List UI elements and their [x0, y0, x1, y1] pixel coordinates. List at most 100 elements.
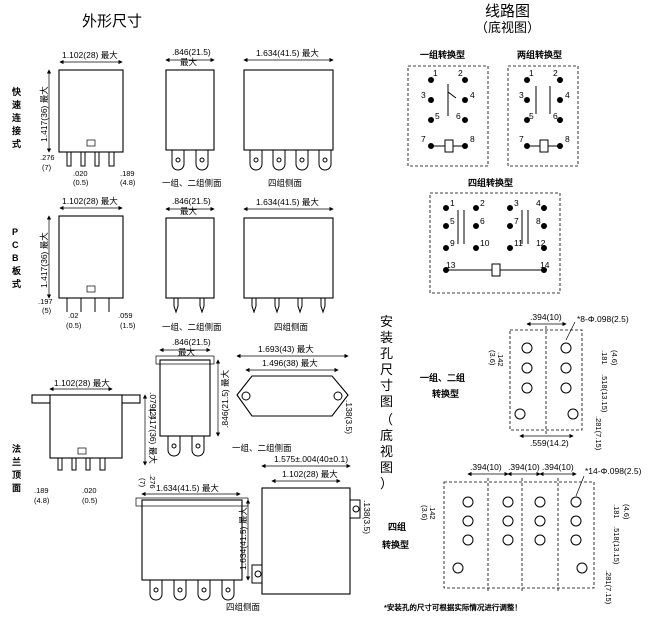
- svg-text:快: 快: [12, 86, 22, 97]
- svg-text:(4.6): (4.6): [622, 504, 631, 520]
- svg-text:1: 1: [433, 68, 438, 78]
- circuit-two-group: 两组转换型 1 2 3 4 5 6 7 8: [507, 49, 579, 167]
- svg-text:式: 式: [12, 138, 21, 149]
- svg-text:6: 6: [456, 111, 461, 121]
- svg-text:顶: 顶: [12, 470, 21, 480]
- footnote: *安装孔的尺寸可根据实际情况进行调整！: [384, 602, 522, 612]
- svg-text:1.102(28) 最大: 1.102(28) 最大: [282, 469, 338, 479]
- svg-text:5: 5: [450, 216, 455, 226]
- svg-text:(7): (7): [138, 478, 147, 488]
- svg-text:C: C: [12, 240, 19, 250]
- svg-text:视: 视: [380, 444, 393, 459]
- svg-text:.846(21.5): .846(21.5): [172, 47, 211, 57]
- svg-text:5: 5: [435, 111, 440, 121]
- svg-text:2: 2: [553, 68, 558, 78]
- label-pcb: P C B 板 式: [12, 227, 22, 289]
- svg-text:图: 图: [380, 394, 393, 409]
- svg-text:.138(3.5): .138(3.5): [344, 400, 354, 434]
- svg-text:.189: .189: [34, 486, 49, 495]
- svg-text:(3.6): (3.6): [488, 350, 497, 366]
- svg-text:.394(10): .394(10): [470, 462, 502, 472]
- svg-text:1.417(36) 最大: 1.417(36) 最大: [39, 232, 49, 288]
- svg-text:11: 11: [514, 238, 523, 248]
- svg-text:(0.5): (0.5): [66, 321, 82, 330]
- svg-text:.02: .02: [68, 311, 78, 320]
- svg-text:4: 4: [470, 90, 475, 100]
- svg-text:3: 3: [519, 90, 524, 100]
- svg-text:（: （: [380, 412, 393, 427]
- label-quick-connect: 快 速 连 接 式: [12, 86, 22, 149]
- svg-text:1.102(28) 最大: 1.102(28) 最大: [54, 378, 110, 388]
- svg-text:图: 图: [380, 460, 393, 475]
- svg-text:.020: .020: [82, 486, 97, 495]
- svg-text:13: 13: [446, 260, 456, 270]
- svg-text:5: 5: [529, 111, 534, 121]
- svg-text:14: 14: [540, 260, 550, 270]
- flange-side-view-4b: 1.575±.004(40±0.1) 1.102(28) 最大 .138(3.5…: [226, 454, 372, 612]
- svg-text:B: B: [12, 253, 19, 263]
- svg-text:最大: 最大: [178, 347, 196, 357]
- svg-text:.276: .276: [148, 474, 157, 489]
- svg-text:.079(2): .079(2): [148, 392, 158, 419]
- svg-text:1.496(38) 最大: 1.496(38) 最大: [262, 358, 318, 368]
- svg-text:.394(10): .394(10): [542, 462, 574, 472]
- svg-text:速: 速: [12, 99, 21, 110]
- svg-text:4: 4: [565, 90, 570, 100]
- svg-text:.518(13.15): .518(13.15): [612, 526, 621, 565]
- pcb-side-view-12: .846(21.5) 最大 一组、二组侧面: [162, 196, 222, 332]
- svg-text:.281(7.15): .281(7.15): [604, 570, 613, 605]
- svg-text:四组转换型: 四组转换型: [468, 177, 513, 188]
- svg-text:.276: .276: [40, 153, 55, 162]
- svg-text:7: 7: [421, 134, 426, 144]
- flange-front-view: 1.102(28) 最大 .079(2) 1.417(36) 最大 .276 (…: [31, 378, 158, 505]
- svg-text:1.693(43) 最大: 1.693(43) 最大: [258, 344, 314, 354]
- svg-text:(4.8): (4.8): [120, 178, 136, 187]
- svg-text:.846(21.5): .846(21.5): [172, 196, 211, 206]
- flange-side-view-4: 1.634(41.5) 最大 1.634(41.5) 最大: [135, 483, 251, 601]
- svg-text:.281(7.15): .281(7.15): [594, 416, 603, 451]
- svg-text:一组转换型: 一组转换型: [420, 49, 465, 60]
- svg-text:四组侧面: 四组侧面: [274, 322, 309, 332]
- svg-text:.846(21.5) 最大: .846(21.5) 最大: [220, 369, 230, 428]
- svg-text:8: 8: [536, 216, 541, 226]
- svg-text:）: ）: [380, 476, 393, 491]
- svg-text:1.634(41.5) 最大: 1.634(41.5) 最大: [256, 48, 319, 58]
- svg-text:(5): (5): [42, 306, 52, 315]
- svg-text:一组、二组侧面: 一组、二组侧面: [232, 443, 292, 453]
- svg-text:.138(3.5): .138(3.5): [362, 500, 372, 534]
- mount-holes-12: 一组、二组 转换型 .394(10) *8-Φ.098(2.5) .142 (3…: [420, 312, 629, 451]
- svg-text:式: 式: [12, 278, 21, 289]
- quick-side-view-4: 1.634(41.5) 最大 四组侧面: [243, 48, 334, 188]
- svg-text:1: 1: [529, 68, 534, 78]
- svg-text:6: 6: [553, 111, 558, 121]
- svg-text:2: 2: [458, 68, 463, 78]
- svg-text:最大: 最大: [180, 206, 198, 216]
- svg-text:面: 面: [12, 483, 21, 493]
- svg-text:P: P: [12, 227, 18, 237]
- svg-text:1.417(36) 最大: 1.417(36) 最大: [148, 408, 158, 464]
- pcb-side-view-4: 1.634(41.5) 最大 四组侧面: [243, 197, 334, 332]
- svg-text:接: 接: [12, 125, 21, 136]
- svg-text:两组转换型: 两组转换型: [517, 49, 562, 60]
- svg-text:兰: 兰: [12, 456, 21, 467]
- svg-text:寸: 寸: [380, 378, 393, 393]
- svg-text:6: 6: [480, 216, 485, 226]
- svg-text:.142: .142: [496, 352, 505, 367]
- circuit-title: 线路图: [485, 3, 530, 20]
- svg-text:转换型: 转换型: [432, 388, 459, 399]
- svg-text:.059: .059: [118, 311, 133, 320]
- svg-text:尺: 尺: [380, 362, 393, 377]
- svg-text:四组侧面: 四组侧面: [268, 178, 303, 188]
- svg-text:四组侧面: 四组侧面: [226, 602, 261, 612]
- svg-text:7: 7: [519, 134, 524, 144]
- flange-side-view-12: .846(21.5) 最大 .846(21.5) 最大: [155, 337, 230, 457]
- svg-text:连: 连: [12, 112, 22, 123]
- svg-text:1.575±.004(40±0.1): 1.575±.004(40±0.1): [274, 454, 348, 464]
- outline-title: 外形尺寸: [82, 13, 142, 30]
- quick-side-view-12: .846(21.5) 最大 一组、二组侧面: [162, 47, 222, 188]
- svg-text:.181: .181: [612, 504, 621, 519]
- svg-text:8: 8: [470, 134, 475, 144]
- svg-text:(7): (7): [42, 163, 52, 172]
- svg-text:法: 法: [12, 443, 21, 454]
